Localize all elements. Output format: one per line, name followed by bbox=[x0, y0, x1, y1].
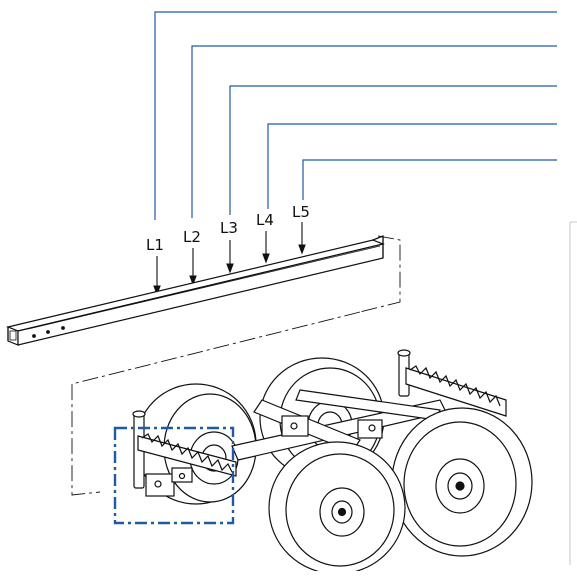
callout-line-l5 bbox=[302, 159, 557, 200]
rail-left bbox=[132, 410, 237, 497]
wheel-front-right bbox=[391, 407, 533, 557]
callout-label-l3: L3 bbox=[220, 219, 238, 237]
tandem-axle-wheel-assembly bbox=[132, 349, 533, 575]
axle-frame bbox=[231, 389, 447, 461]
guide-lines bbox=[71, 235, 401, 496]
callout-label-l1: L1 bbox=[146, 236, 164, 254]
callout-line-l3 bbox=[229, 85, 557, 215]
callout-label-l2: L2 bbox=[183, 228, 201, 246]
callout-line-l4 bbox=[267, 123, 557, 209]
phantom-border bbox=[569, 221, 577, 565]
rail-right bbox=[397, 349, 507, 417]
callout-label-l4: L4 bbox=[256, 211, 274, 229]
callout-label-l5: L5 bbox=[292, 203, 310, 221]
callout-line-l1 bbox=[154, 11, 557, 220]
wheel-front-left bbox=[268, 441, 406, 575]
dash-dot-detail-frame bbox=[113, 426, 235, 525]
callout-line-l2 bbox=[191, 45, 557, 218]
callout-lines bbox=[154, 11, 557, 220]
square-tube-beam bbox=[6, 235, 385, 346]
callout-arrows bbox=[153, 222, 306, 296]
